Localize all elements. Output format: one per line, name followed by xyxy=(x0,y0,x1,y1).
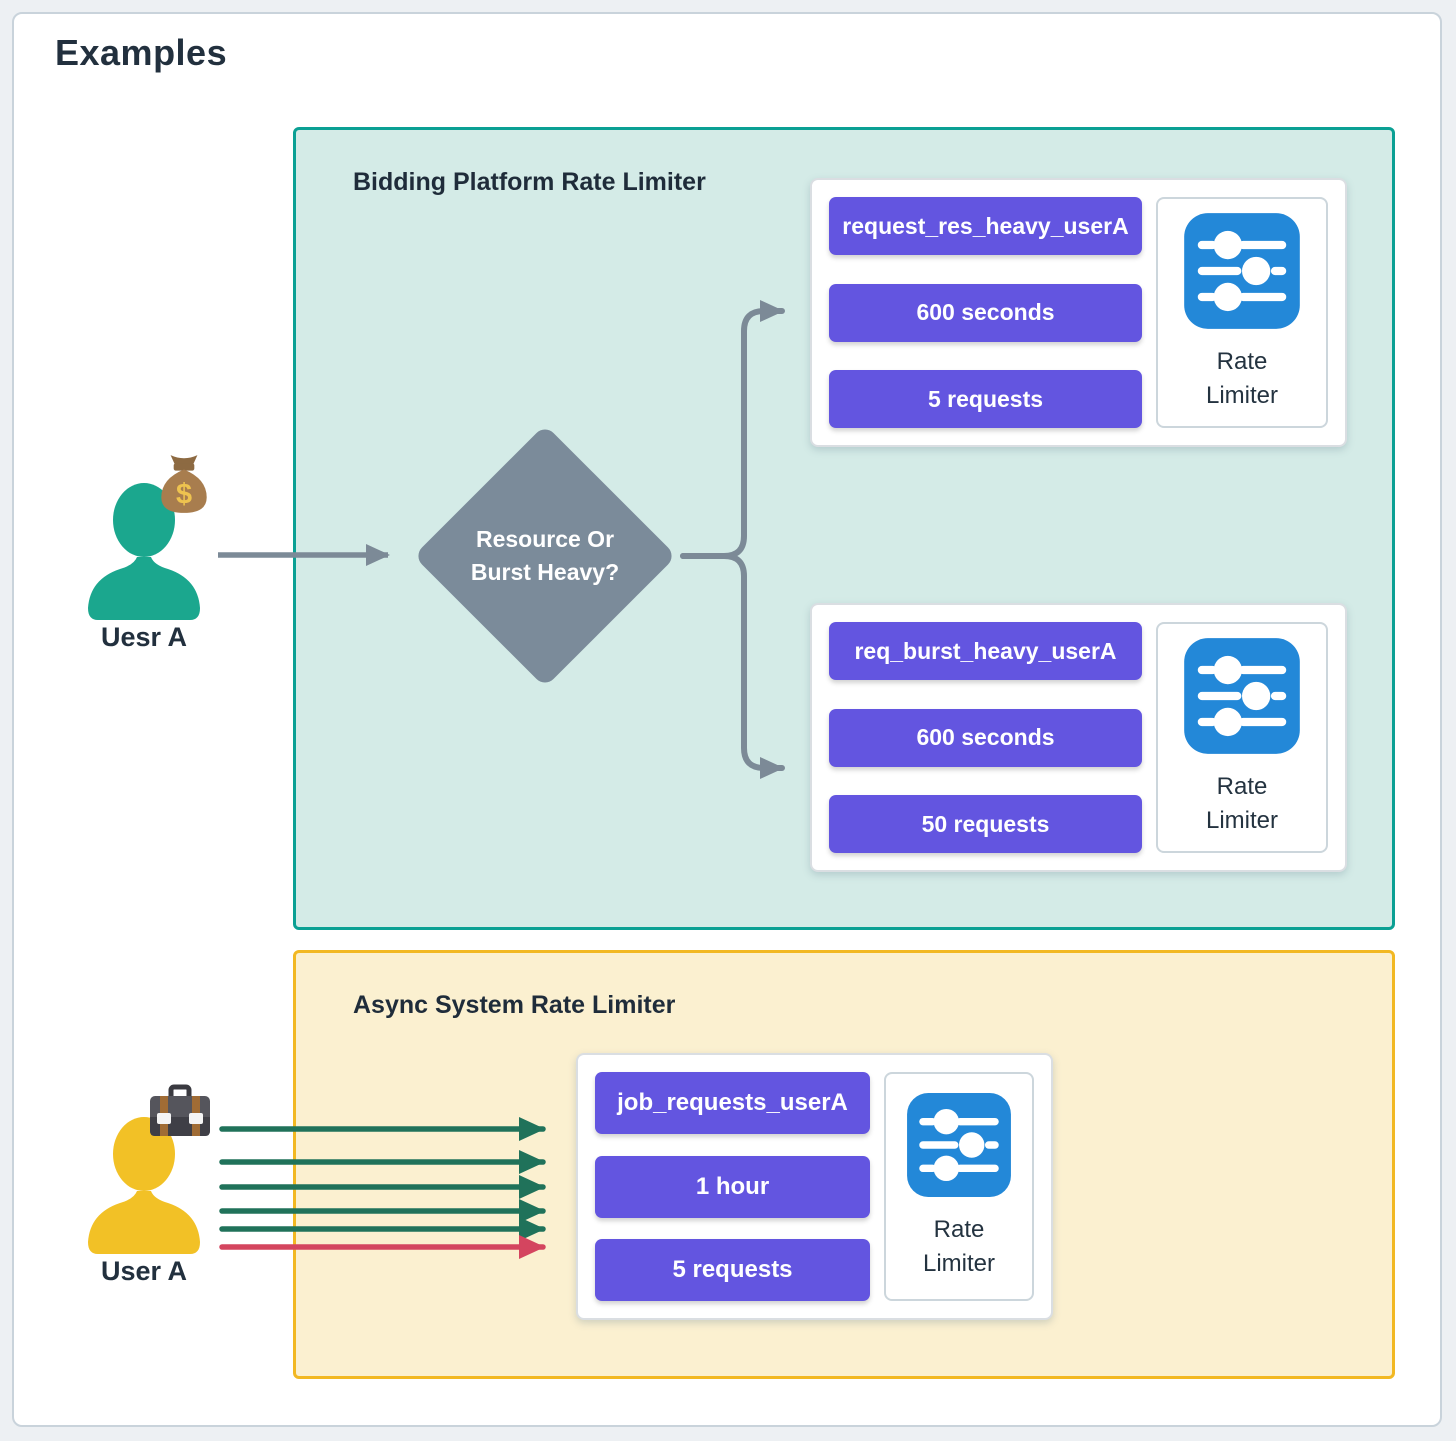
rate-limiter-sliders-icon xyxy=(907,1093,1011,1197)
rate-limiter-box: Rate Limiter xyxy=(884,1072,1034,1301)
rate-limiter-label: Rate Limiter xyxy=(1205,348,1278,409)
pill-column: request_res_heavy_userA 600 seconds 5 re… xyxy=(829,197,1142,428)
rate-limiter-box: Rate Limiter xyxy=(1156,197,1328,428)
pill-column: req_burst_heavy_userA 600 seconds 50 req… xyxy=(829,622,1142,853)
pill-time-window: 1 hour xyxy=(595,1155,870,1218)
async-system-title: Async System Rate Limiter xyxy=(353,991,676,1019)
svg-text:$: $ xyxy=(176,479,192,511)
user-icon-bidding xyxy=(88,483,200,620)
resource-heavy-limiter-card: request_res_heavy_userA 600 seconds 5 re… xyxy=(810,178,1347,447)
rate-limiter-sliders-icon xyxy=(1184,638,1300,754)
pill-request-limit: 50 requests xyxy=(829,795,1142,853)
briefcase-icon xyxy=(150,1084,210,1136)
pill-request-limit: 5 requests xyxy=(595,1239,870,1301)
async-job-limiter-card: job_requests_userA 1 hour 5 requests Rat… xyxy=(576,1053,1053,1320)
pill-request-name: request_res_heavy_userA xyxy=(829,197,1142,255)
user-label-async: User A xyxy=(100,1256,188,1286)
page-title: Examples xyxy=(55,32,228,73)
rate-limiter-label: Rate Limiter xyxy=(1205,773,1278,834)
pill-time-window: 600 seconds xyxy=(829,283,1142,342)
pill-time-window: 600 seconds xyxy=(829,708,1142,767)
decision-diamond: Resource Or Burst Heavy? xyxy=(413,424,677,688)
burst-heavy-limiter-card: req_burst_heavy_userA 600 seconds 50 req… xyxy=(810,603,1347,872)
bidding-platform-title: Bidding Platform Rate Limiter xyxy=(353,168,706,196)
pill-column: job_requests_userA 1 hour 5 requests xyxy=(595,1072,870,1301)
rate-limiter-sliders-icon xyxy=(1184,213,1300,329)
pill-request-limit: 5 requests xyxy=(829,370,1142,428)
rate-limiter-label: Rate Limiter xyxy=(922,1216,995,1277)
pill-request-name: req_burst_heavy_userA xyxy=(829,622,1142,680)
pill-request-name: job_requests_userA xyxy=(595,1072,870,1134)
money-bag-icon: $ xyxy=(161,455,207,513)
user-label-bidding: Uesr A xyxy=(100,622,188,652)
rate-limiter-box: Rate Limiter xyxy=(1156,622,1328,853)
decision-question: Resource Or Burst Heavy? xyxy=(470,526,620,585)
